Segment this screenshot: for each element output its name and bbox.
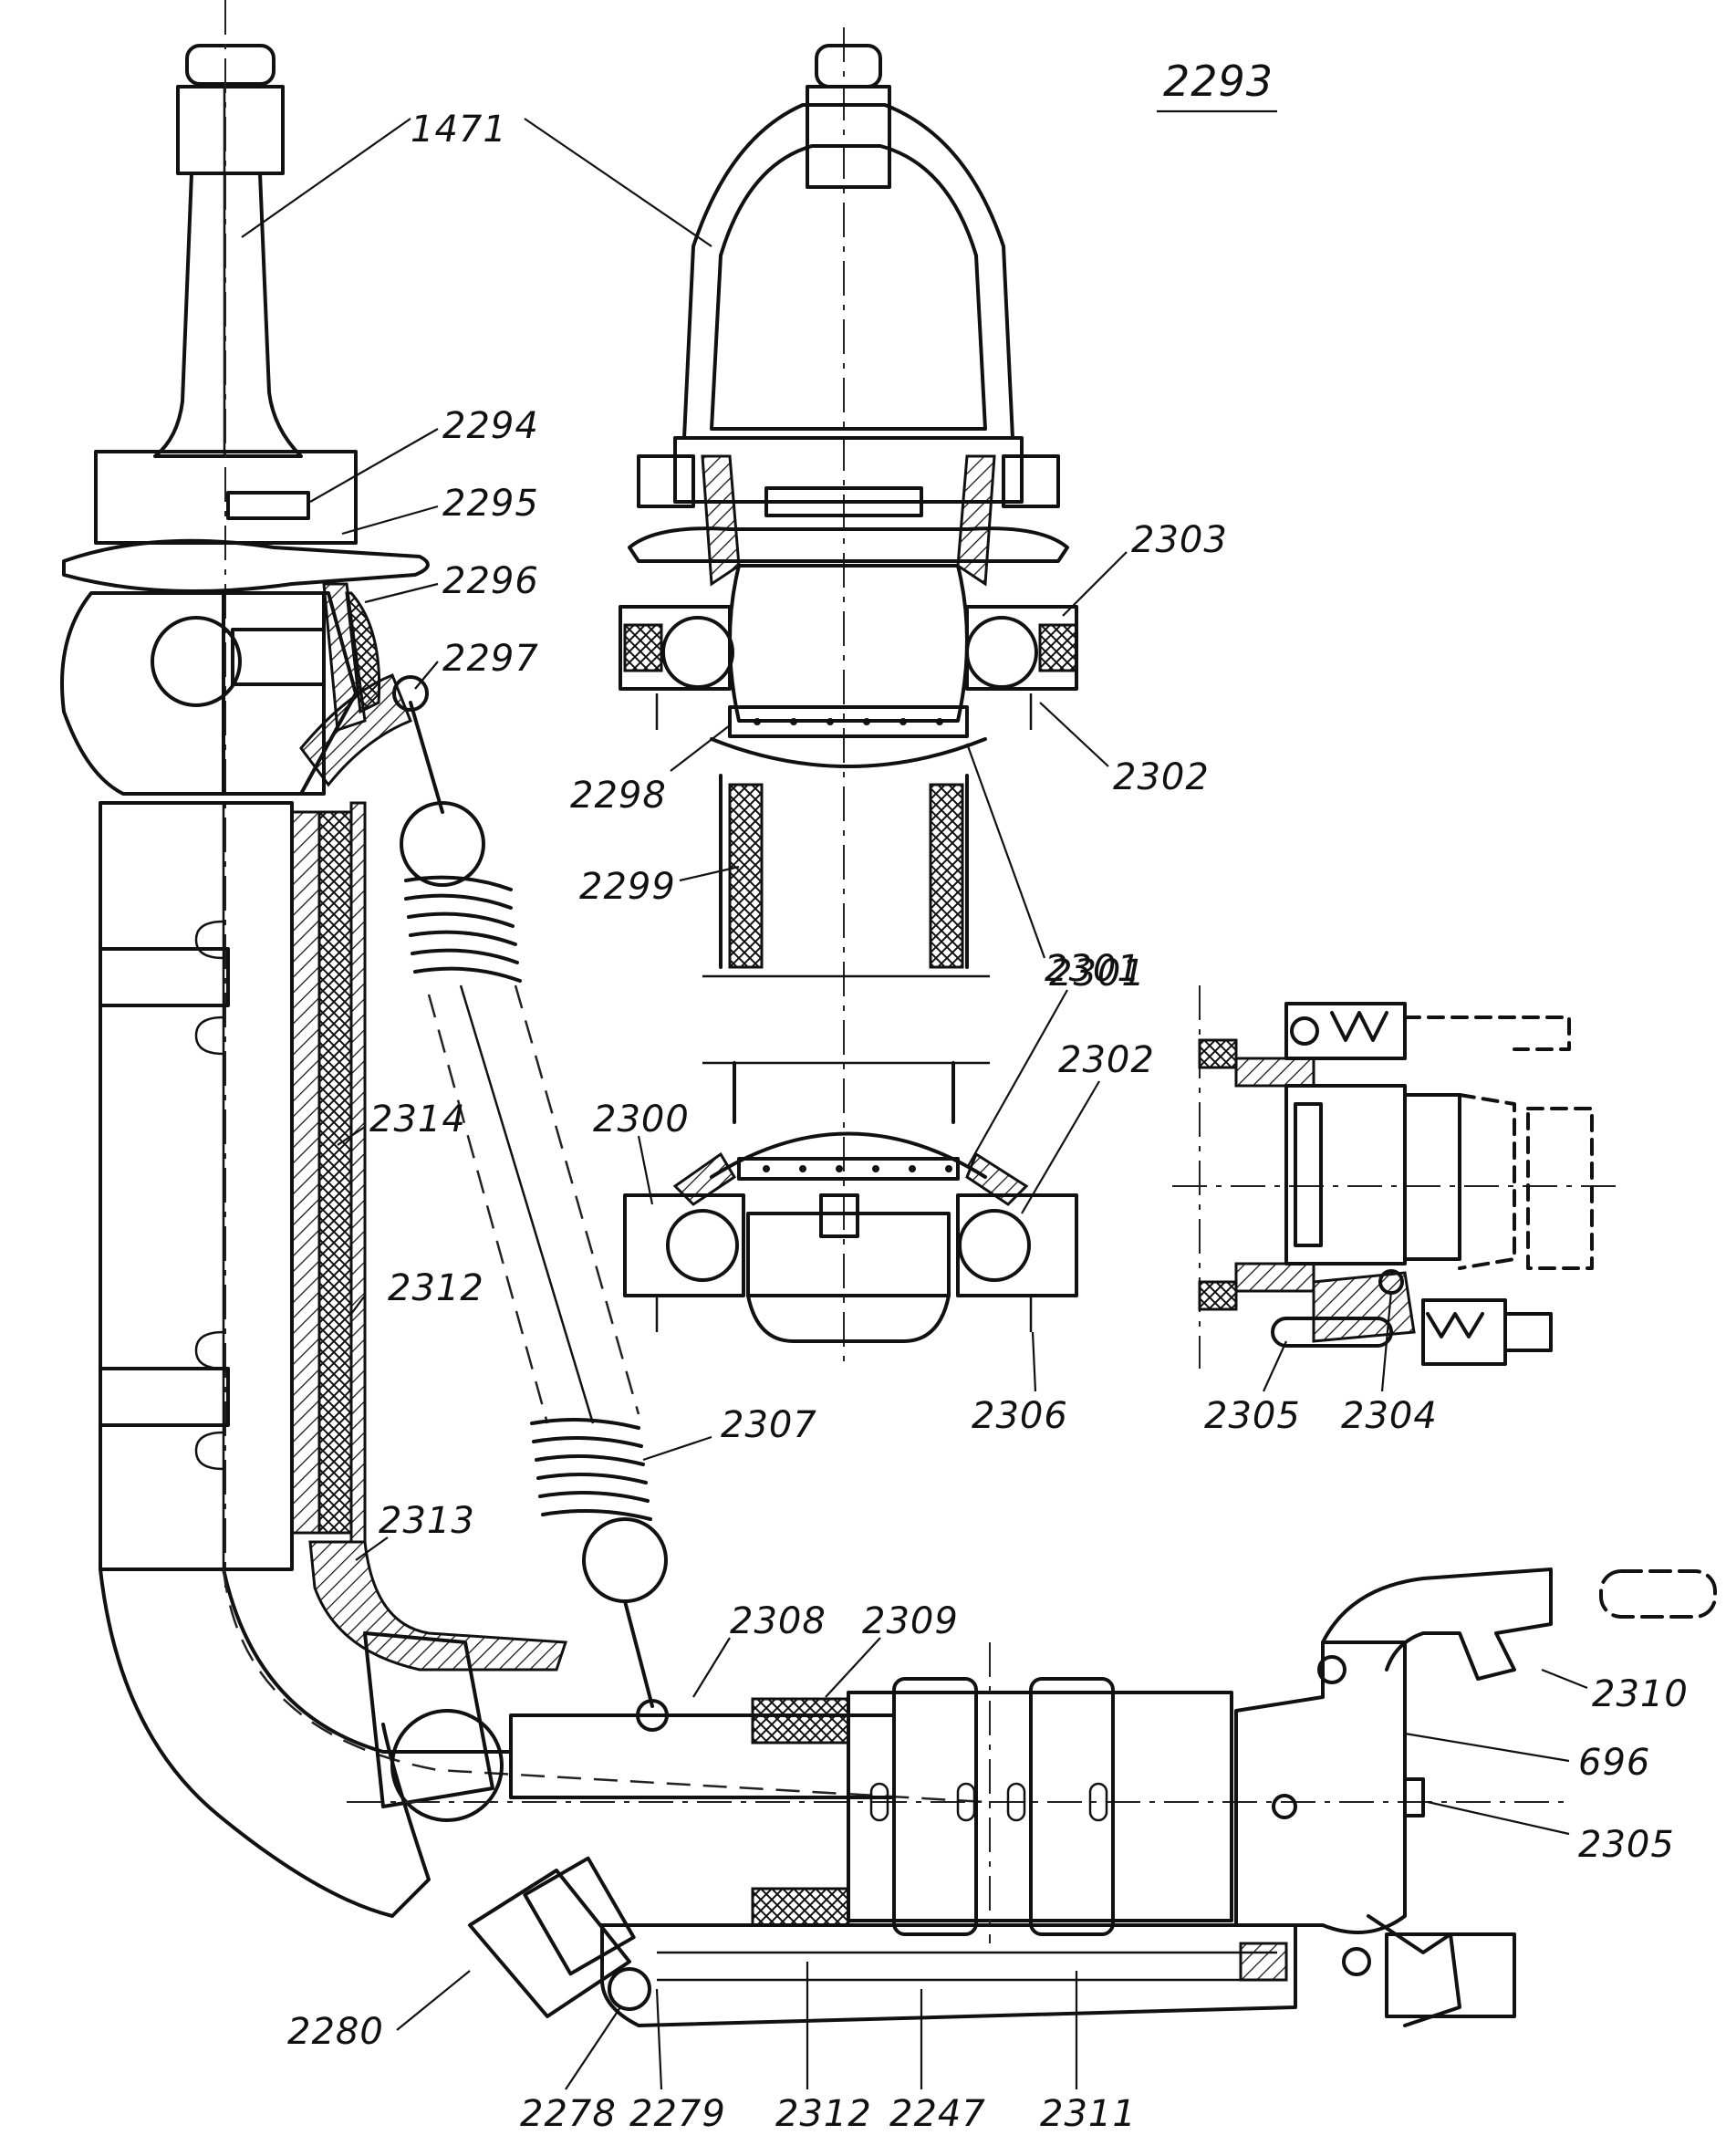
callout-2314: 2314: [369, 1099, 466, 1140]
callout-2309: 2309: [862, 1600, 959, 1642]
callout-2312-lower: 2312: [775, 2093, 872, 2135]
sleeve-band-1: [892, 1677, 978, 1936]
callout-2294: 2294: [442, 405, 539, 447]
callout-2298: 2298: [570, 775, 667, 817]
hose-wall-2312: [290, 810, 321, 1535]
lower-left-housing-2300: [623, 1193, 745, 1297]
spring-upper-eye: [400, 801, 485, 887]
callout-2278: 2278: [520, 2093, 617, 2135]
vertical-column-assembly: [60, 0, 430, 1588]
callout-1471: 1471: [411, 109, 507, 151]
flange-plate: [62, 538, 430, 593]
bearing-inner-race: [728, 564, 969, 723]
clamp-band-lower: [99, 1367, 230, 1427]
bearing-crossbar: [673, 436, 1024, 504]
callout-2310: 2310: [1592, 1673, 1689, 1715]
lower-joint-housing-2280: [468, 1869, 631, 2018]
elbow-inner-curve: [222, 1568, 513, 1754]
swivel-ball: [151, 616, 242, 707]
elbow-swivel-body: [363, 1631, 494, 1808]
lower-dome-2301: [710, 1131, 987, 1179]
upper-bearing-assembly: [619, 27, 1078, 1369]
elbow-swivel-ball: [390, 1709, 504, 1822]
coupling-body-696: [1234, 1640, 1407, 1934]
leader-lines: [241, 118, 1588, 2090]
coupling-lever-dashed-end: [1599, 1569, 1717, 1619]
figure-number-text: 2293: [1163, 57, 1274, 106]
callout-2295: 2295: [442, 483, 539, 525]
bearing-sleeve-top: [764, 486, 923, 517]
callout-2296: 2296: [442, 560, 539, 602]
lower-tube-2311: [600, 1923, 1297, 2027]
bearing-insulation-2299: [728, 783, 764, 969]
callout-labels: 1471 2294 2295 2296 2297 2298 2299 2301 …: [287, 109, 1689, 2135]
callout-2297: 2297: [442, 638, 539, 680]
callout-2302-lower: 2302: [1058, 1039, 1155, 1081]
callout-2308: 2308: [730, 1600, 827, 1642]
callout-2299: 2299: [579, 866, 676, 908]
figure-number: 2293: [1157, 57, 1277, 113]
callout-2305-detail: 2305: [1204, 1395, 1301, 1437]
detail-sleeve: [1284, 1084, 1407, 1265]
packing-ring-lower: [751, 1887, 850, 1927]
callout-2279: 2279: [629, 2093, 726, 2135]
coupling-pin-2305: [1403, 1777, 1425, 1817]
bearing-ball-left: [661, 616, 734, 689]
callout-2313: 2313: [379, 1500, 475, 1542]
elbow-assembly: [99, 1540, 1717, 2027]
elbow-flow-axis: [222, 1568, 986, 1804]
bearing-left-housing: [619, 605, 732, 691]
lower-bearing-assembly: [623, 1061, 1078, 1343]
spring-lower-eye: [582, 1517, 668, 1603]
sleeve-assembly: [847, 1691, 1233, 1922]
sleeve-band-2: [1029, 1677, 1115, 1936]
callout-2302-upper: 2302: [1113, 756, 1210, 798]
coupling-clamp-block: [1385, 1932, 1516, 2018]
lower-joint-cap: [523, 1856, 636, 1976]
packing-ring-2309: [751, 1697, 850, 1745]
callout-2301-lower: 2301: [1049, 953, 1146, 995]
callout-696: 696: [1578, 1742, 1650, 1784]
swivel-housing: [60, 591, 358, 796]
bearing-bracket-1471: [682, 103, 1014, 440]
callout-2305-coupling: 2305: [1578, 1824, 1675, 1866]
callout-2247: 2247: [889, 2093, 986, 2135]
top-collar: [176, 85, 285, 175]
bearing-dome-2301: [710, 737, 987, 768]
column-body: [99, 801, 294, 1571]
support-arm-1471: [153, 172, 303, 458]
tension-spring-2307: [400, 701, 669, 1732]
detail-pin-2305: [1271, 1317, 1393, 1348]
joint-pin-2278: [608, 1967, 651, 2011]
bearing-flange: [628, 526, 1069, 563]
bearing-perforated-band: [728, 705, 969, 738]
coupling-detail: [1172, 985, 1624, 1369]
coupling-bolt: [1317, 1655, 1346, 1684]
callout-2300: 2300: [593, 1099, 690, 1140]
callout-2304: 2304: [1341, 1395, 1438, 1437]
callout-2306: 2306: [972, 1395, 1068, 1437]
callout-2280: 2280: [287, 2011, 384, 2053]
coupling-lever-2310: [1321, 1568, 1553, 1681]
insulation-layer-2314: [317, 810, 353, 1535]
detail-top-housing: [1284, 1002, 1407, 1060]
lower-right-housing: [956, 1193, 1078, 1297]
top-cap: [185, 44, 276, 86]
bearing-ball-right: [965, 616, 1038, 689]
clamp-band-upper: [99, 947, 230, 1007]
callout-2312-upper: 2312: [388, 1267, 484, 1309]
callout-2301-upper: 2301: [1045, 948, 1141, 990]
callout-2311: 2311: [1040, 2093, 1137, 2135]
elbow-wall-section: [308, 1540, 568, 1672]
callout-2307: 2307: [721, 1404, 817, 1446]
callout-2303: 2303: [1131, 519, 1228, 561]
